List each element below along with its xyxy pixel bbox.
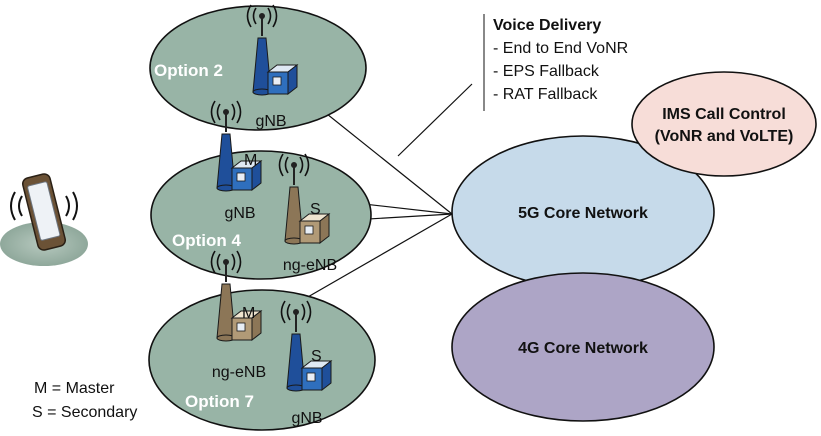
- core-4g-label: 4G Core Network: [518, 340, 648, 357]
- legend-secondary: S = Secondary: [32, 404, 137, 421]
- option-7-enb-role: M: [242, 305, 255, 322]
- voice-delivery-item: - EPS Fallback: [493, 63, 600, 80]
- phone-screen: [27, 181, 61, 241]
- option-7-gnb-label: gNB: [291, 410, 322, 427]
- option-7-label: Option 7: [185, 392, 254, 411]
- ng-enb-tower-icon: [278, 153, 331, 245]
- mobile-phone-icon: [0, 173, 88, 266]
- core-4g: [451, 272, 715, 422]
- base-stations: [210, 4, 333, 392]
- option-7-enb-label: ng-eNB: [212, 364, 266, 381]
- ims-label-line2: (VoNR and VoLTE): [655, 128, 794, 145]
- option-4-gnb-label: gNB: [224, 205, 255, 222]
- phone-wave-right-outer: [72, 191, 78, 221]
- phone-wave-right-inner: [65, 195, 70, 217]
- option-2-label: Option 2: [154, 61, 223, 80]
- option-4-gnb-role: M: [244, 152, 257, 169]
- gnb-tower-icon: [246, 4, 299, 96]
- callout-pointer: [397, 83, 473, 157]
- ng-enb-tower-icon: [210, 250, 263, 342]
- option-4-label: Option 4: [172, 231, 241, 250]
- voice-delivery-item: - RAT Fallback: [493, 86, 598, 103]
- gnb-tower-icon: [280, 300, 333, 392]
- option-2-gnb-label: gNB: [255, 113, 286, 130]
- ims-call-control: [631, 71, 817, 177]
- legend-master: M = Master: [34, 380, 115, 397]
- voice-delivery-item: - End to End VoNR: [493, 40, 628, 57]
- option-7-gnb-role: S: [311, 348, 322, 365]
- cell-option-7: [148, 289, 376, 431]
- voice-delivery-title: Voice Delivery: [493, 17, 601, 34]
- option-4-enb-role: S: [310, 201, 321, 218]
- phone-wave-left-inner: [18, 195, 23, 217]
- ims-label-line1: IMS Call Control: [662, 106, 786, 123]
- core-5g-label: 5G Core Network: [518, 205, 648, 222]
- phone-wave-left-outer: [10, 191, 16, 221]
- option-4-enb-label: ng-eNB: [283, 257, 337, 274]
- cell-option-4: [150, 150, 372, 280]
- gnb-tower-icon: [210, 100, 263, 192]
